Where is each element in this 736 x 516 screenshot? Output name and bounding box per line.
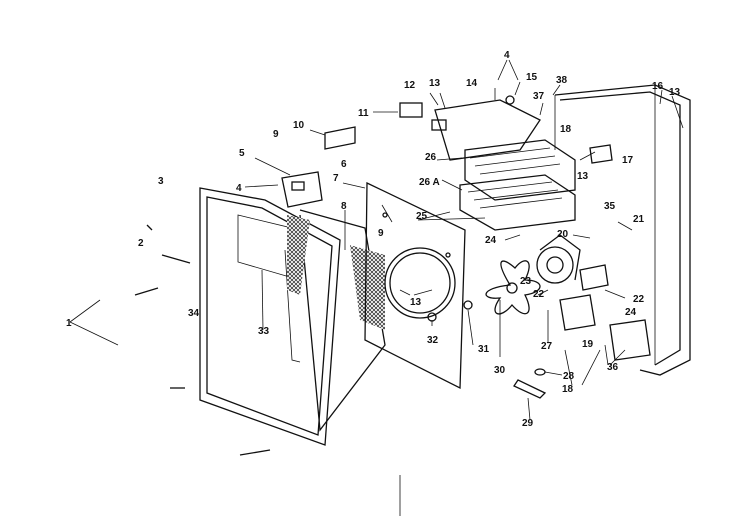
screw-31	[463, 300, 473, 310]
callout-24-b: 24	[625, 307, 637, 318]
lower-brackets	[559, 144, 651, 361]
callout-13-c: 13	[669, 87, 681, 98]
callout-30: 30	[494, 365, 506, 376]
callout-22-b: 22	[633, 294, 645, 305]
callout-20: 20	[557, 229, 569, 240]
callout-26-a: 26 A	[419, 177, 440, 188]
top-bracket	[399, 95, 541, 161]
fan-blade	[485, 260, 541, 315]
callout-37: 37	[533, 91, 545, 102]
callout-1: 1	[66, 318, 72, 329]
callout-13-a: 13	[429, 78, 441, 89]
callout-23: 23	[520, 276, 532, 287]
callout-14: 14	[466, 78, 478, 89]
callout-8: 8	[341, 201, 347, 212]
callout-7: 7	[333, 173, 339, 184]
callout-24-a: 24	[485, 235, 497, 246]
callout-29: 29	[522, 418, 534, 429]
fan-guard-panel	[364, 181, 466, 390]
callout-25: 25	[416, 211, 428, 222]
callout-38: 38	[556, 75, 568, 86]
callout-13-b: 13	[577, 171, 589, 182]
callout-21: 21	[633, 214, 645, 225]
loose-screws	[134, 224, 271, 456]
callout-18-b: 18	[562, 384, 574, 395]
callout-labels: 1 2 3 4 4 5 6 7 8 9 9 10 11 12 13 13 13 …	[66, 50, 681, 429]
heater-element-assembly	[459, 139, 576, 231]
front-grille-frame	[199, 187, 341, 446]
clip-28	[534, 368, 546, 376]
callout-16: 16	[652, 81, 664, 92]
callout-32: 32	[427, 335, 439, 346]
callout-13-d: 13	[410, 297, 422, 308]
callout-3: 3	[158, 176, 164, 187]
callout-12: 12	[404, 80, 416, 91]
callout-15: 15	[526, 72, 538, 83]
callout-9: 9	[273, 129, 279, 140]
callout-17: 17	[622, 155, 634, 166]
callout-4-top: 4	[504, 50, 510, 61]
mesh-filter	[287, 209, 386, 432]
callout-31: 31	[478, 344, 490, 355]
callout-28: 28	[563, 371, 575, 382]
callout-6: 6	[341, 159, 347, 170]
callout-2: 2	[138, 238, 144, 249]
callout-10: 10	[293, 120, 305, 131]
clip-29	[513, 379, 547, 399]
leader-lines	[69, 59, 684, 516]
callout-27: 27	[541, 341, 553, 352]
callout-19: 19	[582, 339, 594, 350]
back-housing	[554, 84, 691, 376]
callout-22-a: 22	[533, 289, 545, 300]
switch-plate	[281, 126, 356, 208]
callout-36: 36	[607, 362, 619, 373]
callout-5: 5	[239, 148, 245, 159]
callout-33: 33	[258, 326, 270, 337]
fan-motor	[536, 234, 581, 284]
callout-34: 34	[188, 308, 200, 319]
callout-11: 11	[358, 108, 369, 119]
callout-4: 4	[236, 183, 242, 194]
callout-26: 26	[425, 152, 437, 163]
callout-9-b: 9	[378, 228, 384, 239]
callout-35: 35	[604, 201, 616, 212]
callout-18-a: 18	[560, 124, 572, 135]
